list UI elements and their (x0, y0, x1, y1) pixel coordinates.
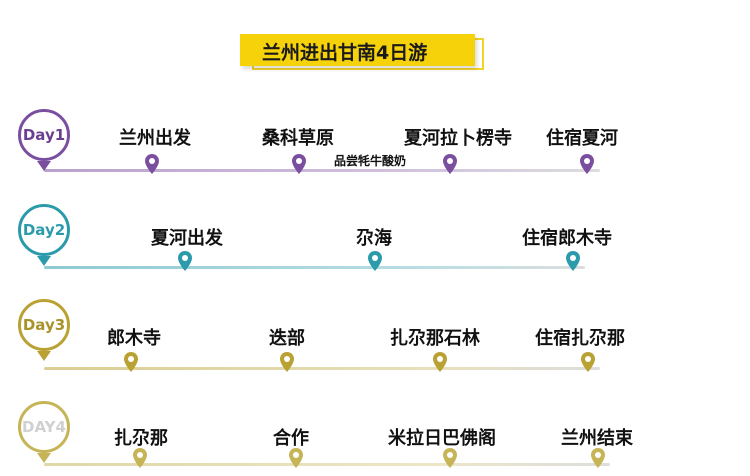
map-pin-icon (280, 352, 294, 372)
stop-label: 米拉日巴佛阁 (388, 428, 496, 449)
map-pin-icon (368, 251, 382, 271)
day-badge: DAY4 (18, 401, 70, 453)
map-pin-icon (566, 251, 580, 271)
stop-label: 夏河出发 (151, 228, 223, 249)
map-pin-icon (133, 448, 147, 468)
stop-label: 住宿扎尕那 (535, 328, 625, 349)
map-pin-icon (124, 352, 138, 372)
map-pin-icon (178, 251, 192, 271)
day-badge: Day3 (18, 299, 70, 351)
map-pin-icon (292, 154, 306, 174)
map-pin-icon (433, 352, 447, 372)
stop-label: 郎木寺 (107, 328, 161, 349)
stop-label: 合作 (273, 428, 309, 449)
day-badge-pointer (37, 351, 51, 361)
stop-label: 住宿郎木寺 (522, 228, 612, 249)
stop-label: 扎尕那 (114, 428, 168, 449)
map-pin-icon (443, 154, 457, 174)
map-pin-icon (580, 154, 594, 174)
timeline-line (44, 367, 600, 370)
day-badge: Day2 (18, 204, 70, 256)
timeline-line (44, 169, 600, 172)
timeline-line (44, 266, 585, 269)
title-box: 兰州进出甘南4日游 (240, 34, 475, 66)
stop-label: 夏河拉卜楞寺 (404, 128, 512, 149)
map-pin-icon (145, 154, 159, 174)
map-pin-icon (591, 448, 605, 468)
stop-note: 品尝牦牛酸奶 (334, 154, 407, 168)
stop-label: 扎尕那石林 (390, 328, 480, 349)
stop-label: 桑科草原 (262, 128, 334, 149)
stop-label: 迭部 (269, 328, 305, 349)
map-pin-icon (443, 448, 457, 468)
stop-label: 兰州出发 (119, 128, 191, 149)
map-pin-icon (581, 352, 595, 372)
map-pin-icon (289, 448, 303, 468)
title-banner: 兰州进出甘南4日游 (240, 34, 488, 72)
stop-label: 住宿夏河 (546, 128, 618, 149)
day-badge-pointer (37, 453, 51, 463)
day-badge-pointer (37, 161, 51, 171)
day-badge-pointer (37, 256, 51, 266)
page-title: 兰州进出甘南4日游 (262, 42, 428, 64)
stop-label: 尕海 (356, 228, 392, 249)
timeline-line (44, 463, 610, 466)
stop-label: 兰州结束 (561, 428, 633, 449)
day-badge: Day1 (18, 109, 70, 161)
